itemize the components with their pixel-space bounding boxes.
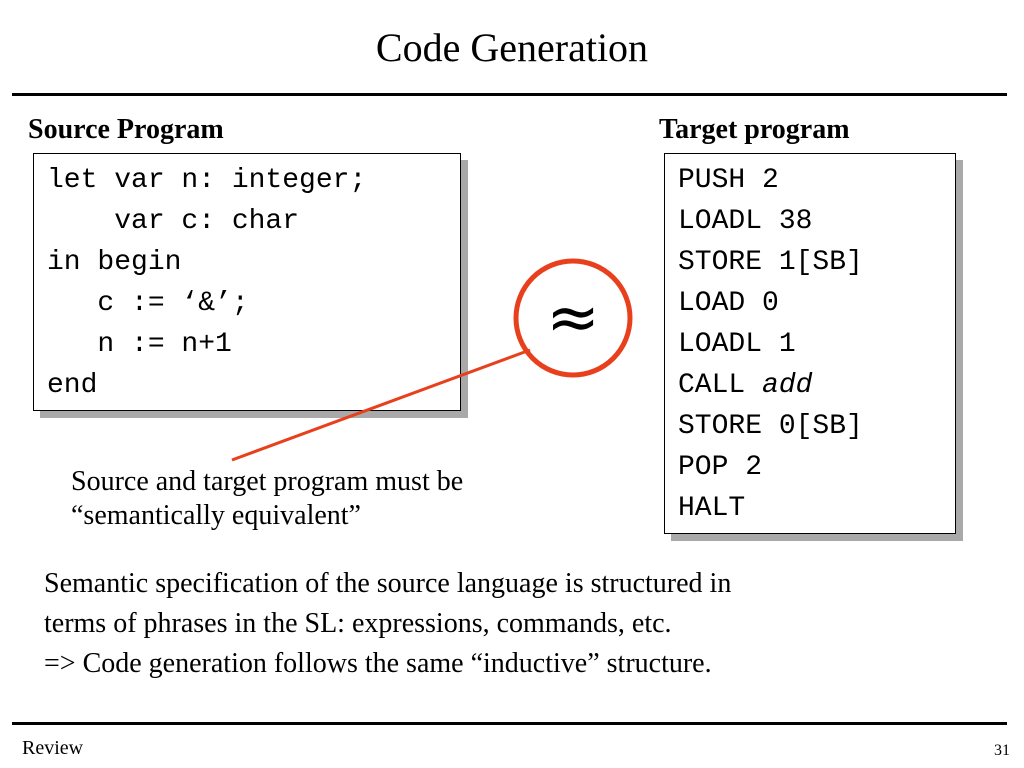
target-code-line: STORE 1[SB] — [678, 242, 955, 283]
target-code-line: POP 2 — [678, 447, 955, 488]
paragraph-line: Semantic specification of the source lan… — [44, 568, 732, 599]
note-line: Source and target program must be — [71, 466, 464, 497]
target-code-op: LOAD 0 — [678, 288, 779, 319]
target-code-box: PUSH 2 LOADL 38 STORE 1[SB] LOAD 0 LOADL… — [664, 153, 956, 534]
source-code-line: var c: char — [47, 206, 300, 237]
bottom-divider — [12, 722, 1007, 725]
source-code-line: let var n: integer; — [47, 165, 367, 196]
equivalence-note: Source and target program must be “seman… — [71, 465, 463, 533]
source-code-line: in begin — [47, 247, 182, 278]
target-code-line: LOADL 38 — [678, 201, 955, 242]
target-code-op: POP 2 — [678, 452, 763, 483]
source-code-line: c := ‘&’; — [47, 288, 249, 319]
explanation-paragraph: Semantic specification of the source lan… — [44, 564, 731, 684]
paragraph-line: terms of phrases in the SL: expressions,… — [44, 608, 672, 639]
target-code-op: LOADL 1 — [678, 329, 796, 360]
source-code-box: let var n: integer; var c: char in begin… — [33, 153, 461, 411]
callout-line — [231, 348, 531, 462]
source-program-label: Source Program — [28, 114, 224, 145]
source-code-line: end — [47, 370, 98, 401]
page-number: 31 — [994, 742, 1010, 759]
source-code-line: n := n+1 — [47, 329, 232, 360]
target-code-op: LOADL 38 — [678, 206, 813, 237]
target-code-op: HALT — [678, 493, 746, 524]
target-code-line: HALT — [678, 488, 955, 529]
slide-title: Code Generation — [375, 25, 649, 70]
target-code-arg: add — [762, 370, 813, 401]
target-code-op: PUSH 2 — [678, 165, 779, 196]
footer-section-label: Review — [22, 737, 84, 759]
target-code-line: LOADL 1 — [678, 324, 955, 365]
target-code-op: CALL — [678, 370, 763, 401]
target-code-op: STORE 1[SB] — [678, 247, 863, 278]
target-code-line: STORE 0[SB] — [678, 406, 955, 447]
approx-equal-icon: ≈ — [546, 281, 600, 355]
target-code-line: CALL add — [678, 365, 955, 406]
paragraph-line: => Code generation follows the same “ind… — [44, 648, 712, 679]
approx-circle — [513, 258, 633, 378]
target-code-line: LOAD 0 — [678, 283, 955, 324]
top-divider — [12, 93, 1007, 96]
target-program-label: Target program — [659, 114, 850, 145]
target-code-op: STORE 0[SB] — [678, 411, 863, 442]
target-code-line: PUSH 2 — [678, 160, 955, 201]
note-line: “semantically equivalent” — [71, 500, 361, 531]
